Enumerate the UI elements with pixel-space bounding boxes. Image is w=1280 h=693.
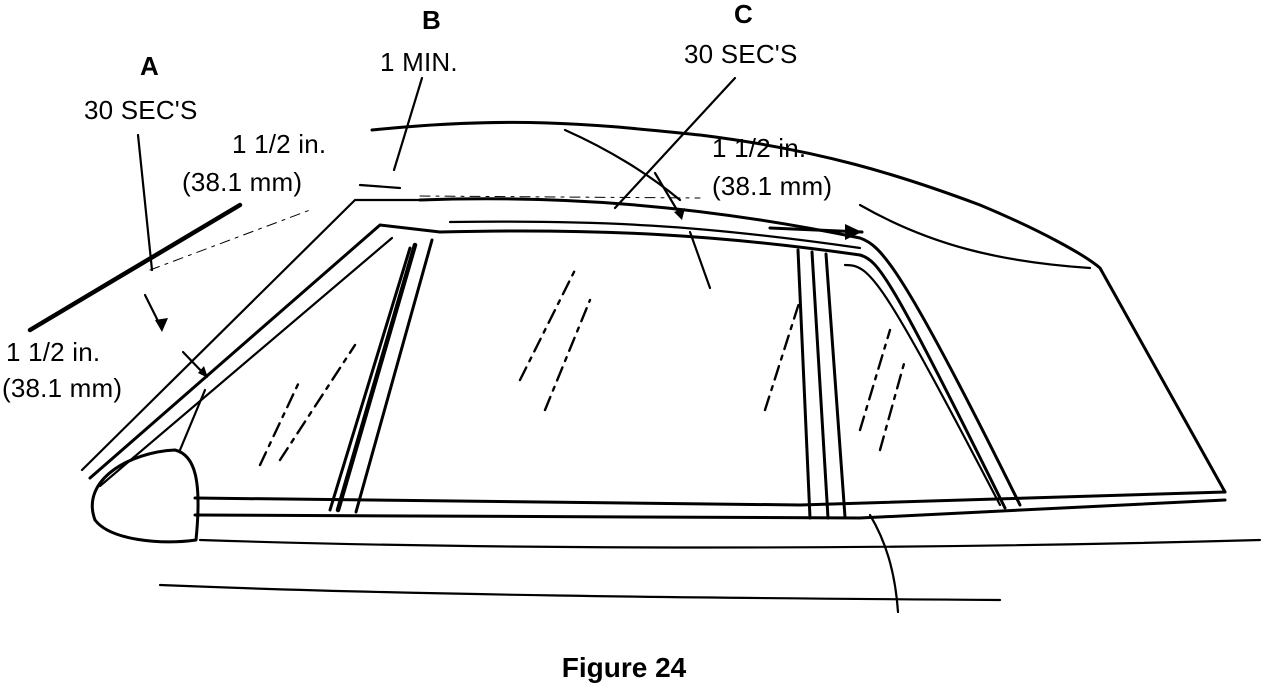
windshield-upper-edge bbox=[27, 202, 243, 333]
roof-rail-outer bbox=[418, 197, 1022, 507]
dim-arrow-b bbox=[358, 183, 402, 190]
a-pillar-left bbox=[328, 246, 412, 512]
arrowhead-a bbox=[155, 318, 168, 332]
arrowhead-left bbox=[198, 366, 208, 378]
windshield-frame-inner bbox=[88, 223, 442, 480]
rear-window-frame bbox=[843, 263, 1002, 507]
label-c-time: 30 SEC'S bbox=[684, 39, 798, 69]
beltline-upper bbox=[193, 490, 1227, 507]
a-pillar-right bbox=[354, 238, 434, 514]
glass-reflection-1 bbox=[258, 378, 302, 467]
leader-c bbox=[613, 76, 737, 210]
glass-reflection-5 bbox=[763, 298, 802, 412]
dim-arrow-c bbox=[688, 230, 712, 290]
label-c-letter: C bbox=[734, 0, 753, 29]
roof-rear-curve bbox=[858, 203, 1092, 270]
b-pillar-right bbox=[824, 252, 847, 519]
glass-reflection-2 bbox=[278, 343, 357, 462]
b-pillar-left bbox=[796, 248, 812, 520]
glass-reflection-3 bbox=[518, 268, 577, 382]
side-mirror bbox=[90, 448, 200, 544]
dimension-top-in: 1 1/2 in. bbox=[232, 129, 327, 159]
leader-a bbox=[136, 133, 154, 272]
arrowhead-top bbox=[674, 208, 685, 220]
body-line-1 bbox=[198, 538, 1262, 549]
dim-arrow-top bbox=[653, 171, 682, 217]
dimension-left-in: 1 1/2 in. bbox=[6, 337, 101, 367]
roof-rail-inner bbox=[438, 229, 1007, 510]
door-cut-line bbox=[868, 513, 900, 614]
label-b-time: 1 MIN. bbox=[380, 47, 458, 77]
arrowhead-right bbox=[845, 224, 862, 240]
dimension-left-mm: (38.1 mm) bbox=[2, 373, 123, 403]
beltline-lower bbox=[193, 498, 1227, 520]
windshield-frame-inner-2 bbox=[98, 236, 394, 488]
dimension-top-mm: (38.1 mm) bbox=[182, 167, 303, 197]
glass-reflection-4 bbox=[543, 298, 592, 412]
leader-b bbox=[392, 76, 424, 172]
dimension-right-mm: (38.1 mm) bbox=[712, 171, 833, 201]
roof-outline bbox=[370, 120, 1227, 494]
mirror-stem bbox=[178, 388, 207, 452]
windshield-frame-outer bbox=[80, 198, 422, 472]
body-line-2 bbox=[158, 583, 1002, 602]
label-a-time: 30 SEC'S bbox=[84, 95, 198, 125]
door-frame-top bbox=[448, 220, 862, 250]
b-pillar-mid bbox=[810, 250, 830, 520]
figure-caption: Figure 24 bbox=[561, 652, 687, 683]
glass-reflection-6 bbox=[858, 328, 892, 432]
label-a-letter: A bbox=[140, 51, 159, 81]
dimension-right-in: 1 1/2 in. bbox=[712, 133, 807, 163]
roof-seam bbox=[563, 128, 682, 202]
a-pillar-dark bbox=[335, 242, 418, 513]
windshield-tape-line bbox=[149, 209, 311, 271]
roof-tape-line bbox=[419, 195, 701, 199]
glass-reflection-7 bbox=[878, 358, 907, 452]
label-b-letter: B bbox=[422, 5, 441, 35]
